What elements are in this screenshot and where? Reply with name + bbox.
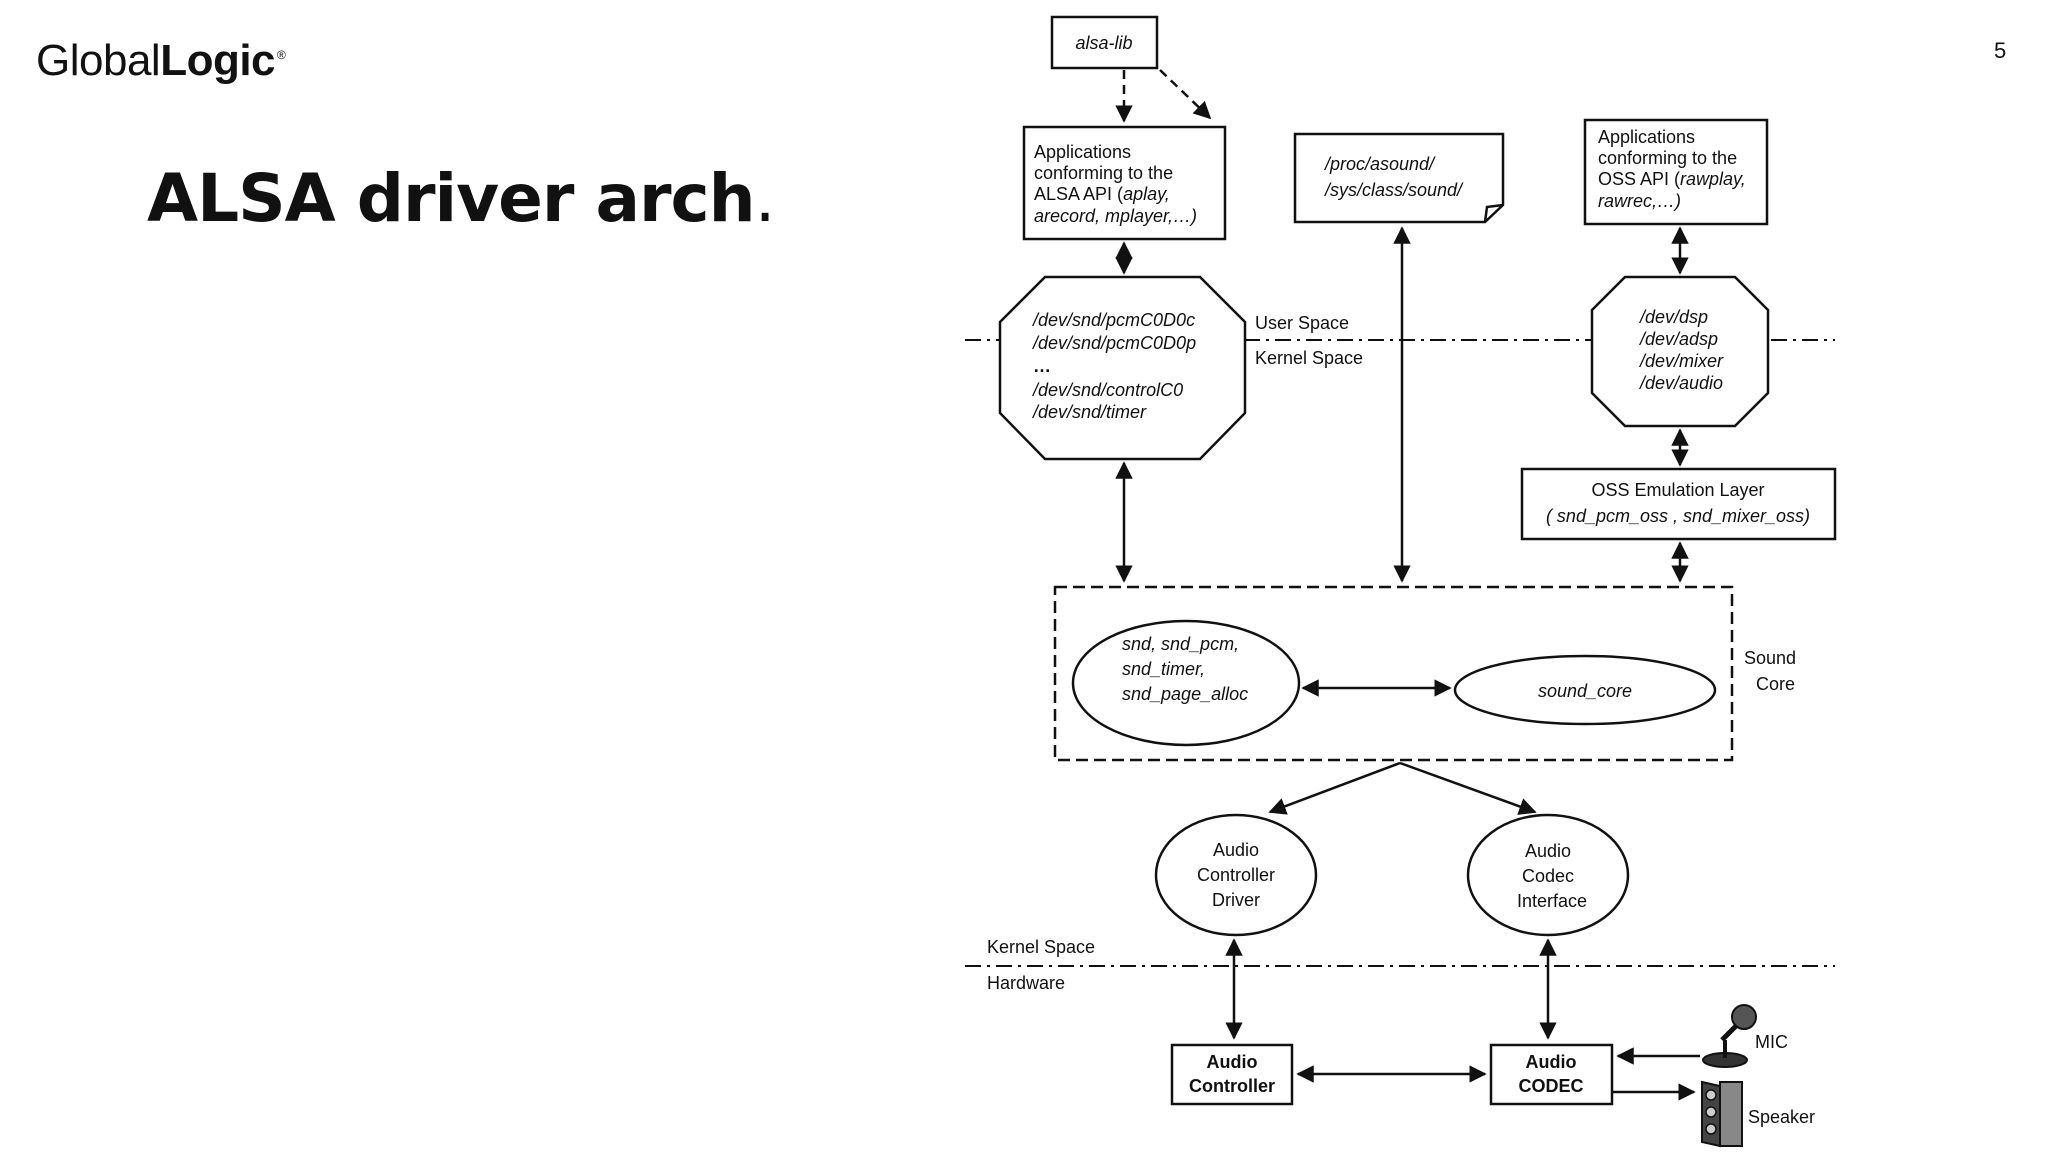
dev-mixer: /dev/mixer [1638,351,1724,371]
core-modules-line2: snd_timer, [1122,659,1205,679]
dev-control: /dev/snd/controlC0 [1031,380,1183,400]
alsa-lib-label: alsa-lib [1075,33,1132,53]
alsa-apps-line3-italic: aplay, [1123,184,1170,204]
logo-bold-text: Logic [160,36,276,85]
dev-ellipsis: … [1033,356,1051,376]
alsa-apps-line3-prefix: ALSA API ( [1034,184,1123,204]
ac-hw-line2: Controller [1189,1076,1275,1096]
alsa-device-nodes-octagon [998,275,1247,461]
codec-hw-line1: Audio [1526,1052,1577,1072]
globallogic-logo: GlobalLogic® [36,36,286,86]
oss-apps-line3: OSS API (rawplay, [1598,169,1746,189]
alsa-core-modules-ellipse [1071,619,1301,747]
aci-line3: Interface [1517,891,1587,911]
audio-codec-hw-box [1489,1043,1614,1106]
oss-apps-line4: rawrec,…) [1598,191,1681,211]
oss-emulation-layer-box [1520,467,1837,541]
logo-registered-mark: ® [277,48,286,63]
dev-timer: /dev/snd/timer [1031,402,1147,422]
aci-line1: Audio [1525,841,1571,861]
arrow-core-to-codec-interface [1399,761,1537,815]
oss-apps-line3-prefix: OSS API ( [1598,169,1680,189]
dev-adsp: /dev/adsp [1638,329,1718,349]
core-modules-line3: snd_page_alloc [1122,684,1248,704]
acd-line2: Controller [1197,865,1275,885]
slide-title: ALSA driver arch. [147,160,776,237]
mic-label: MIC [1755,1032,1788,1052]
core-modules-line1: snd, snd_pcm, [1122,634,1239,654]
speaker-label: Speaker [1748,1107,1815,1127]
page-number: 5 [1994,38,2007,63]
microphone-icon [1702,1004,1757,1068]
dev-pcm-playback: /dev/snd/pcmC0D0p [1031,333,1196,353]
ac-hw-line1: Audio [1207,1052,1258,1072]
alsa-applications-box [1022,125,1227,241]
alsa-apps-line4: arecord, mplayer,…) [1034,206,1197,226]
alsa-apps-line1: Applications [1034,142,1131,162]
speaker-icon [1701,1080,1743,1148]
slide-title-text: ALSA driver arch [147,160,756,237]
sound-core-label-line2: Core [1756,674,1795,694]
dev-dsp: /dev/dsp [1638,307,1708,327]
audio-controller-hw-box [1170,1043,1294,1106]
proc-asound-label: /proc/asound/ [1323,154,1436,174]
oss-apps-line2: conforming to the [1598,148,1737,168]
slide-title-dot: . [754,160,776,237]
sound-core-ellipse-label: sound_core [1538,681,1632,701]
oss-apps-line3-italic: rawplay, [1680,169,1746,189]
dev-pcm-capture: /dev/snd/pcmC0D0c [1031,310,1195,330]
sound-core-box [1053,585,1734,762]
audio-controller-driver-ellipse [1154,813,1318,937]
oss-emulation-title: OSS Emulation Layer [1591,480,1764,500]
kernel-space-label: Kernel Space [1255,348,1363,368]
dev-audio: /dev/audio [1638,373,1723,393]
oss-device-nodes-octagon [1590,275,1770,428]
alsa-apps-line3: ALSA API (aplay, [1034,184,1170,204]
arrow-core-to-controller-driver [1268,761,1401,815]
aci-line2: Codec [1522,866,1574,886]
kernel-space-lower-label: Kernel Space [987,937,1095,957]
acd-line1: Audio [1213,840,1259,860]
hardware-label: Hardware [987,973,1065,993]
sound-core-ellipse [1453,654,1717,726]
oss-apps-line1: Applications [1598,127,1695,147]
logo-light-text: Global [36,36,161,85]
proc-sysfs-note [1293,132,1505,224]
alsa-apps-line2: conforming to the [1034,163,1173,183]
acd-line3: Driver [1212,890,1260,910]
codec-hw-line2: CODEC [1518,1076,1583,1096]
oss-applications-box [1583,118,1769,226]
audio-codec-interface-ellipse [1466,813,1630,937]
sound-core-label-line1: Sound [1744,648,1796,668]
sys-class-sound-label: /sys/class/sound/ [1323,180,1464,200]
alsa-lib-box [1050,15,1159,70]
arrow-alsalib-to-right [1159,69,1212,120]
user-space-label: User Space [1255,313,1349,333]
oss-emulation-modules: ( snd_pcm_oss , snd_mixer_oss) [1546,506,1810,526]
